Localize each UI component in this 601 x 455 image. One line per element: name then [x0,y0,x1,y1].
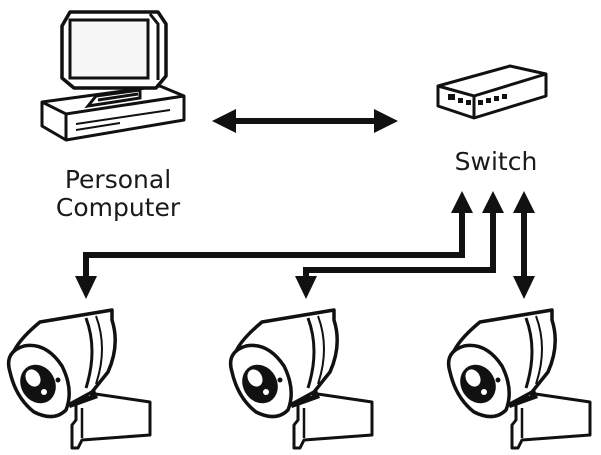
switch-camera3-connection-arrow [513,191,535,299]
personal-computer-label-line1: Personal [64,165,172,194]
switch-label: Switch [454,147,538,176]
desktop-computer-icon [40,10,186,142]
personal-computer-label: Personal Computer [38,166,198,222]
security-camera-icon [6,308,152,450]
switch-camera2-connection-arrow [295,191,504,299]
pc-switch-connection-arrow [212,109,398,133]
personal-computer-label-line2: Computer [55,193,181,222]
network-switch-icon [436,64,548,120]
switch-camera1-connection-arrow [75,191,473,299]
security-camera-icon [446,308,592,450]
security-camera-icon [228,308,374,450]
